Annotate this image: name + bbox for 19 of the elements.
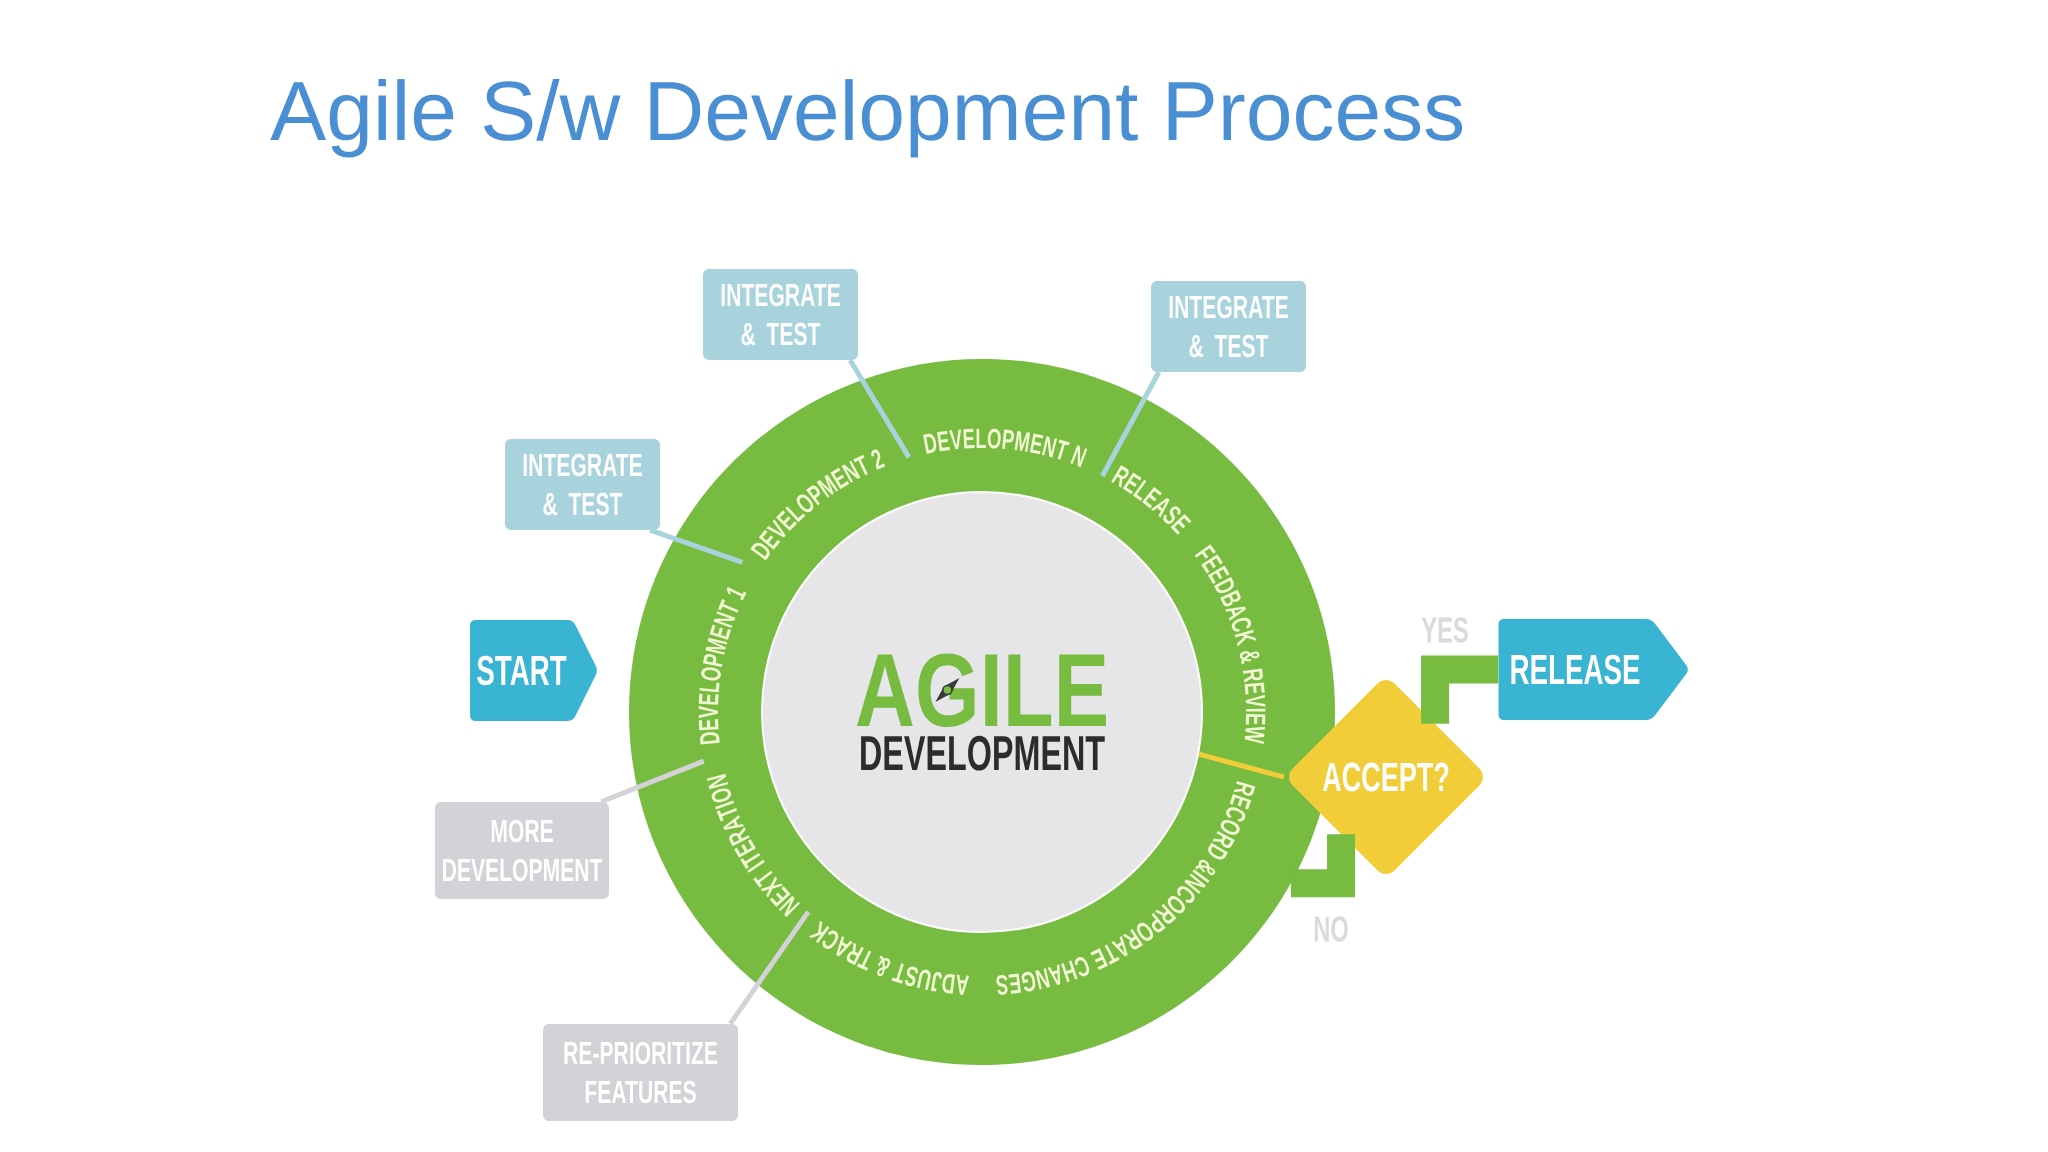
arc-label: NEXT ITERATION bbox=[706, 773, 801, 918]
title: Agile S/w Development Process bbox=[270, 79, 1463, 158]
callout-box: INTEGRATE & TEST bbox=[703, 269, 858, 360]
connector-line bbox=[1198, 751, 1285, 780]
callout-box: INTEGRATE & TEST bbox=[1151, 281, 1306, 372]
arc-label: ADJUST & TRACK bbox=[808, 920, 970, 995]
leader-line bbox=[848, 358, 912, 459]
arc-label: FEEDBACK & REVIEW bbox=[1194, 544, 1266, 745]
arc-label: RECORD &INCORPORATE CHANGES bbox=[996, 781, 1256, 995]
arc-label: DEVELOPMENT 1 bbox=[698, 587, 747, 745]
arrow-tag: START bbox=[470, 620, 597, 721]
callout-box: INTEGRATE & TEST bbox=[505, 439, 660, 530]
arrow-tag: RELEASE bbox=[1498, 619, 1688, 720]
leader-line bbox=[728, 910, 811, 1026]
leader-line bbox=[1100, 371, 1161, 478]
leader-line bbox=[649, 527, 744, 565]
leader-line bbox=[600, 758, 705, 805]
connector-line bbox=[1421, 655, 1499, 724]
connector-line bbox=[1290, 834, 1356, 898]
